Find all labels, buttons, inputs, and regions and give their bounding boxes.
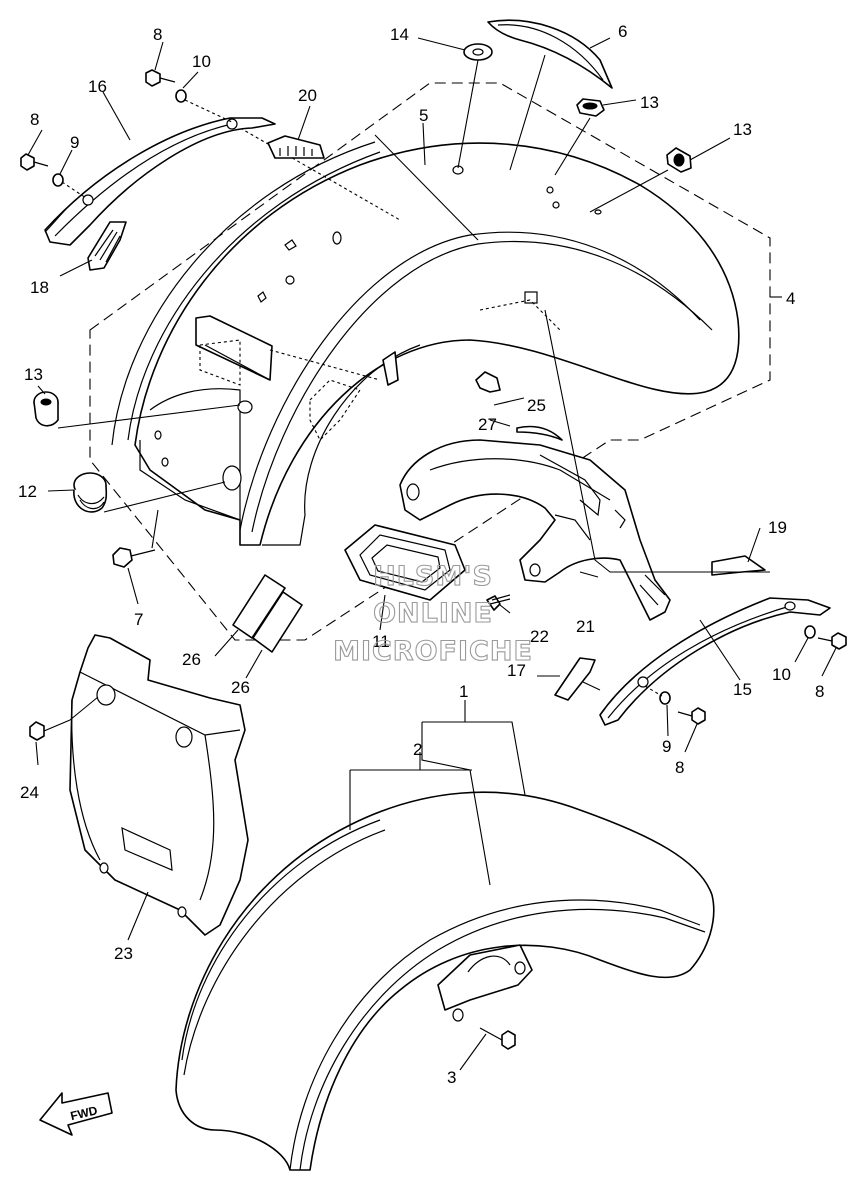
pad-19 (711, 555, 766, 576)
callout-27: 27 (478, 415, 497, 434)
hidden-line-a (199, 339, 241, 386)
side-rail-15 (599, 597, 831, 726)
watermark-line-2: ONLINE (373, 598, 493, 629)
pad-18 (87, 221, 127, 271)
callout-13-left: 13 (24, 365, 43, 384)
callout-21: 21 (576, 617, 595, 636)
side-cover-23 (69, 634, 249, 936)
bolt-8-left (20, 153, 49, 171)
bolt-3 (479, 1027, 516, 1050)
callout-9-left: 9 (70, 133, 79, 152)
bolt-22 (486, 594, 511, 611)
callout-16: 16 (88, 77, 107, 96)
callout-17: 17 (507, 661, 526, 680)
pad-20 (267, 135, 325, 159)
assembly-boundary-4 (89, 82, 771, 641)
hidden-line-b (269, 349, 381, 381)
callout-15: 15 (733, 680, 752, 699)
hidden-line-e (479, 299, 561, 331)
callout-26-a: 26 (182, 650, 201, 669)
grommet-13-right (666, 147, 692, 173)
watermark-line-3: MICROFICHE (333, 636, 533, 667)
bolt-24 (29, 719, 71, 741)
callout-23: 23 (114, 944, 133, 963)
bolt-8-right-upper (817, 632, 847, 650)
callout-12: 12 (18, 482, 37, 501)
callout-8-left: 8 (30, 110, 39, 129)
leader-lines (27, 37, 837, 1071)
grommet-13-top (576, 98, 605, 117)
callout-18: 18 (30, 278, 49, 297)
callout-3: 3 (447, 1068, 456, 1087)
light-11 (344, 524, 466, 601)
callout-4: 4 (786, 289, 795, 308)
watermark: HLSM'S ONLINE MICROFICHE (333, 560, 533, 667)
side-rail-16 (44, 117, 276, 246)
rear-fender-5 (111, 141, 740, 546)
callout-2: 2 (413, 740, 422, 759)
callout-22: 22 (530, 627, 549, 646)
front-fender-1 (175, 791, 715, 1171)
bolt-8-upper (145, 69, 176, 87)
callout-9-right: 9 (662, 737, 671, 756)
trim-piece-6 (487, 19, 613, 89)
washer-9-left (52, 173, 64, 187)
trim-27 (516, 425, 563, 441)
callout-13-right: 13 (733, 120, 752, 139)
callout-14: 14 (390, 25, 409, 44)
callout-1: 1 (459, 682, 468, 701)
hidden-line-c (309, 379, 361, 441)
callout-8-right-upper: 8 (815, 682, 824, 701)
callout-10-upper: 10 (192, 52, 211, 71)
callout-20: 20 (298, 86, 317, 105)
callout-13-top: 13 (640, 93, 659, 112)
bolt-8-right-lower (677, 707, 706, 725)
clip-25 (475, 371, 501, 393)
callout-7: 7 (134, 610, 143, 629)
grommet-13-left (33, 391, 59, 427)
callout-5: 5 (419, 106, 428, 125)
washer-9-right (659, 691, 671, 705)
washer-10-right (804, 625, 816, 639)
bolt-7 (112, 547, 156, 568)
callout-25: 25 (527, 396, 546, 415)
sticker-26-a (232, 574, 286, 639)
sticker-26-b (252, 591, 303, 653)
washer-14 (463, 43, 493, 61)
callouts: 14 6 13 13 5 4 25 27 19 21 22 11 17 15 1… (18, 22, 824, 1087)
callout-11: 11 (372, 632, 390, 651)
grommet-12 (73, 472, 108, 513)
inner-fender-21 (399, 439, 671, 621)
callout-26-b: 26 (231, 678, 250, 697)
callout-6: 6 (618, 22, 627, 41)
callout-19: 19 (768, 518, 787, 537)
hidden-line-d (234, 124, 401, 221)
pad-17 (554, 657, 596, 701)
watermark-line-1: HLSM'S (373, 561, 493, 592)
washer-10-upper (175, 89, 187, 103)
callout-10-right: 10 (772, 665, 791, 684)
fwd-label: FWD (69, 1103, 99, 1123)
callout-8-right-lower: 8 (675, 758, 684, 777)
fwd-arrow-icon: FWD (39, 1092, 113, 1136)
callout-24: 24 (20, 783, 39, 802)
callout-8-upper: 8 (153, 25, 162, 44)
